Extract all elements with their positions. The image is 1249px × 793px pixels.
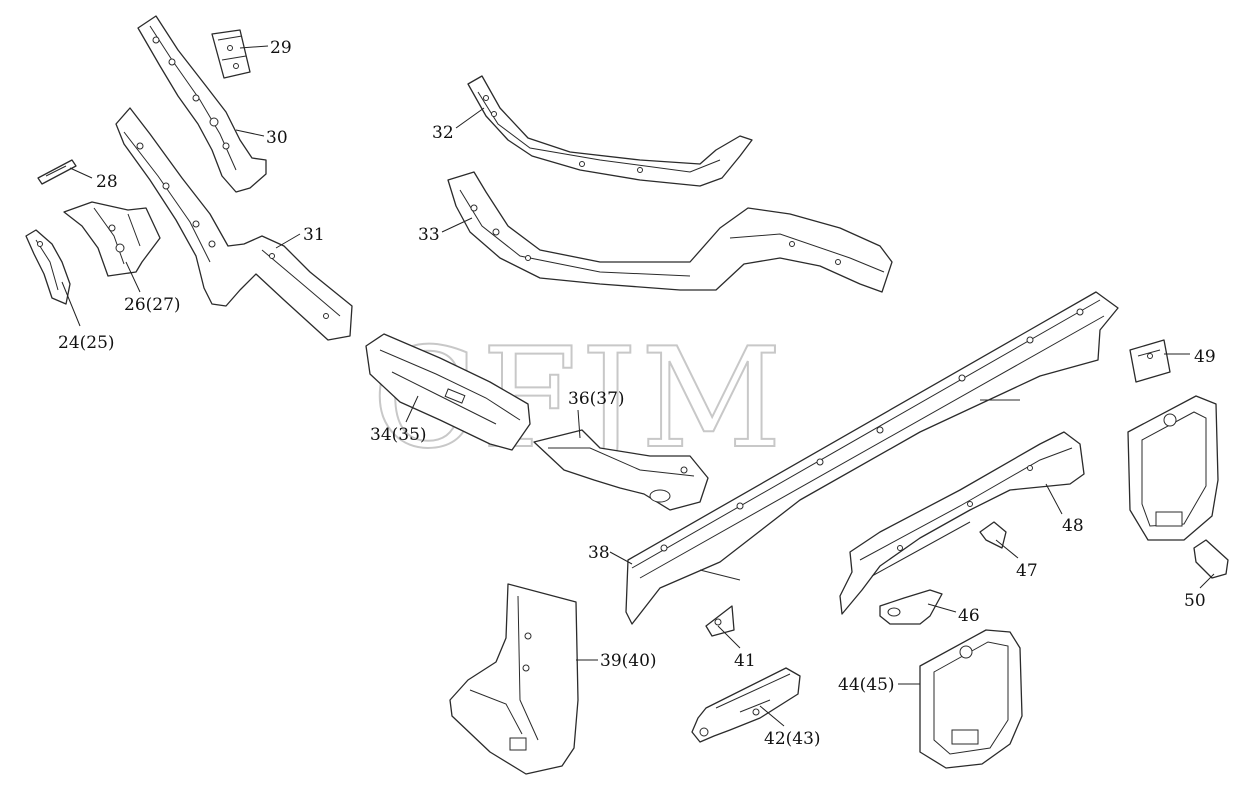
callout-28: 28	[96, 172, 118, 192]
callout-38: 38	[588, 543, 610, 563]
part-48	[839, 431, 1085, 615]
part-46	[879, 589, 943, 625]
leader-lines	[61, 45, 1215, 727]
part-44	[919, 629, 1023, 769]
callout-50: 50	[1184, 591, 1206, 611]
part-41	[705, 605, 735, 637]
part-26	[63, 201, 161, 277]
callout-30: 30	[266, 128, 288, 148]
callout-48: 48	[1062, 516, 1084, 536]
callout-39: 39(40)	[600, 651, 657, 671]
part-50	[1193, 539, 1229, 579]
part-31	[115, 107, 353, 341]
part-38	[625, 291, 1119, 625]
callout-33: 33	[418, 225, 440, 245]
part-29	[211, 29, 251, 79]
callout-29: 29	[270, 38, 292, 58]
callout-36: 36(37)	[568, 389, 625, 409]
part-30	[137, 15, 267, 193]
callout-31: 31	[303, 225, 325, 245]
callout-47: 47	[1016, 561, 1038, 581]
part-47	[979, 521, 1007, 549]
callout-34: 34(35)	[370, 425, 427, 445]
part-frame-right	[1127, 395, 1219, 541]
callout-46: 46	[958, 606, 980, 626]
callout-24: 24(25)	[58, 333, 115, 353]
callout-42: 42(43)	[764, 729, 821, 749]
callout-44: 44(45)	[838, 675, 895, 695]
part-28	[37, 159, 77, 185]
callout-41: 41	[734, 651, 756, 671]
part-34	[365, 333, 531, 451]
part-39	[449, 583, 579, 775]
callout-26: 26(27)	[124, 295, 181, 315]
callout-32: 32	[432, 123, 454, 143]
part-24	[25, 229, 71, 305]
callout-49: 49	[1194, 347, 1216, 367]
part-49	[1129, 339, 1171, 383]
callout-labels: 29 30 31 28 26(27) 24(25) 32 33 34(35) 3…	[58, 38, 1216, 749]
part-32	[467, 75, 753, 187]
part-33	[447, 171, 893, 293]
part-36	[533, 429, 709, 511]
part-42	[691, 667, 801, 743]
